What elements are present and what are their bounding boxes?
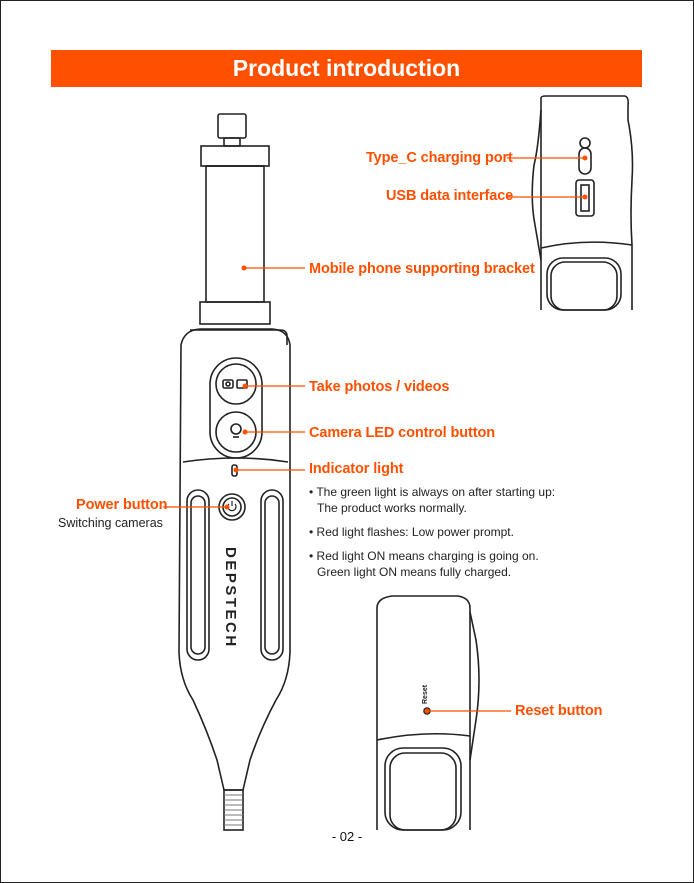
note-item: • The green light is always on after sta…	[309, 485, 556, 515]
button-capsule	[209, 357, 263, 459]
video-icon	[236, 379, 248, 389]
note-item: • Red light ON means charging is going o…	[309, 549, 539, 579]
note-item: • Red light flashes: Low power prompt.	[309, 525, 514, 539]
ports-inset	[531, 95, 634, 311]
indicator-notes: • The green light is always on after sta…	[309, 484, 555, 588]
phone-bracket	[200, 145, 270, 167]
device-body	[178, 328, 291, 791]
label-indicator-light: Indicator light	[309, 461, 404, 477]
page-title-banner: Product introduction	[51, 50, 642, 87]
page-number: - 02 -	[331, 829, 363, 844]
label-power-sub: Switching cameras	[58, 516, 163, 530]
brand-text: DEPSTECH	[222, 547, 239, 649]
reset-inset	[376, 595, 480, 831]
usb-c-port	[578, 147, 592, 175]
label-type-c-port: Type_C charging port	[366, 150, 513, 166]
camera-icon	[222, 379, 234, 389]
bracket-knob	[217, 113, 247, 139]
label-take-photos: Take photos / videos	[309, 379, 450, 395]
label-usb-interface: USB data interface	[386, 188, 514, 204]
page-title: Product introduction	[232, 55, 461, 81]
leader-lines	[163, 157, 585, 712]
reset-marking: Reset	[422, 684, 429, 704]
bulb-icon	[230, 423, 242, 435]
label-led-button: Camera LED control button	[309, 425, 496, 441]
usb-a-port	[575, 179, 595, 217]
label-reset-button: Reset button	[515, 703, 603, 719]
leader-dots	[224, 155, 588, 714]
label-power-button: Power button	[76, 497, 168, 513]
label-phone-bracket: Mobile phone supporting bracket	[309, 261, 535, 277]
